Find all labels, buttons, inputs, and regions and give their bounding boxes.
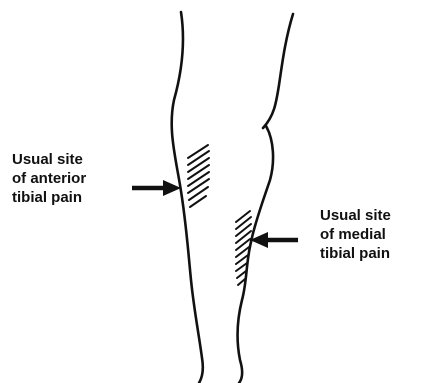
medial-tibial-pain-label: Usual site of medial tibial pain — [320, 206, 391, 263]
medial-arrow-icon — [250, 232, 298, 248]
leg-anterior-outline — [172, 12, 203, 383]
medial-label-line-1: Usual site — [320, 206, 391, 225]
anterior-pain-hatching — [188, 145, 209, 207]
medial-label-line-2: of medial — [320, 225, 391, 244]
medial-pain-hatching — [236, 211, 251, 285]
anterior-label-line-1: Usual site — [12, 150, 86, 169]
anterior-label-line-3: tibial pain — [12, 188, 86, 207]
medial-label-line-3: tibial pain — [320, 244, 391, 263]
leg-medial-outline — [238, 14, 293, 383]
anterior-tibial-pain-label: Usual site of anterior tibial pain — [12, 150, 86, 207]
anterior-arrow-icon — [132, 180, 181, 196]
anterior-label-line-2: of anterior — [12, 169, 86, 188]
